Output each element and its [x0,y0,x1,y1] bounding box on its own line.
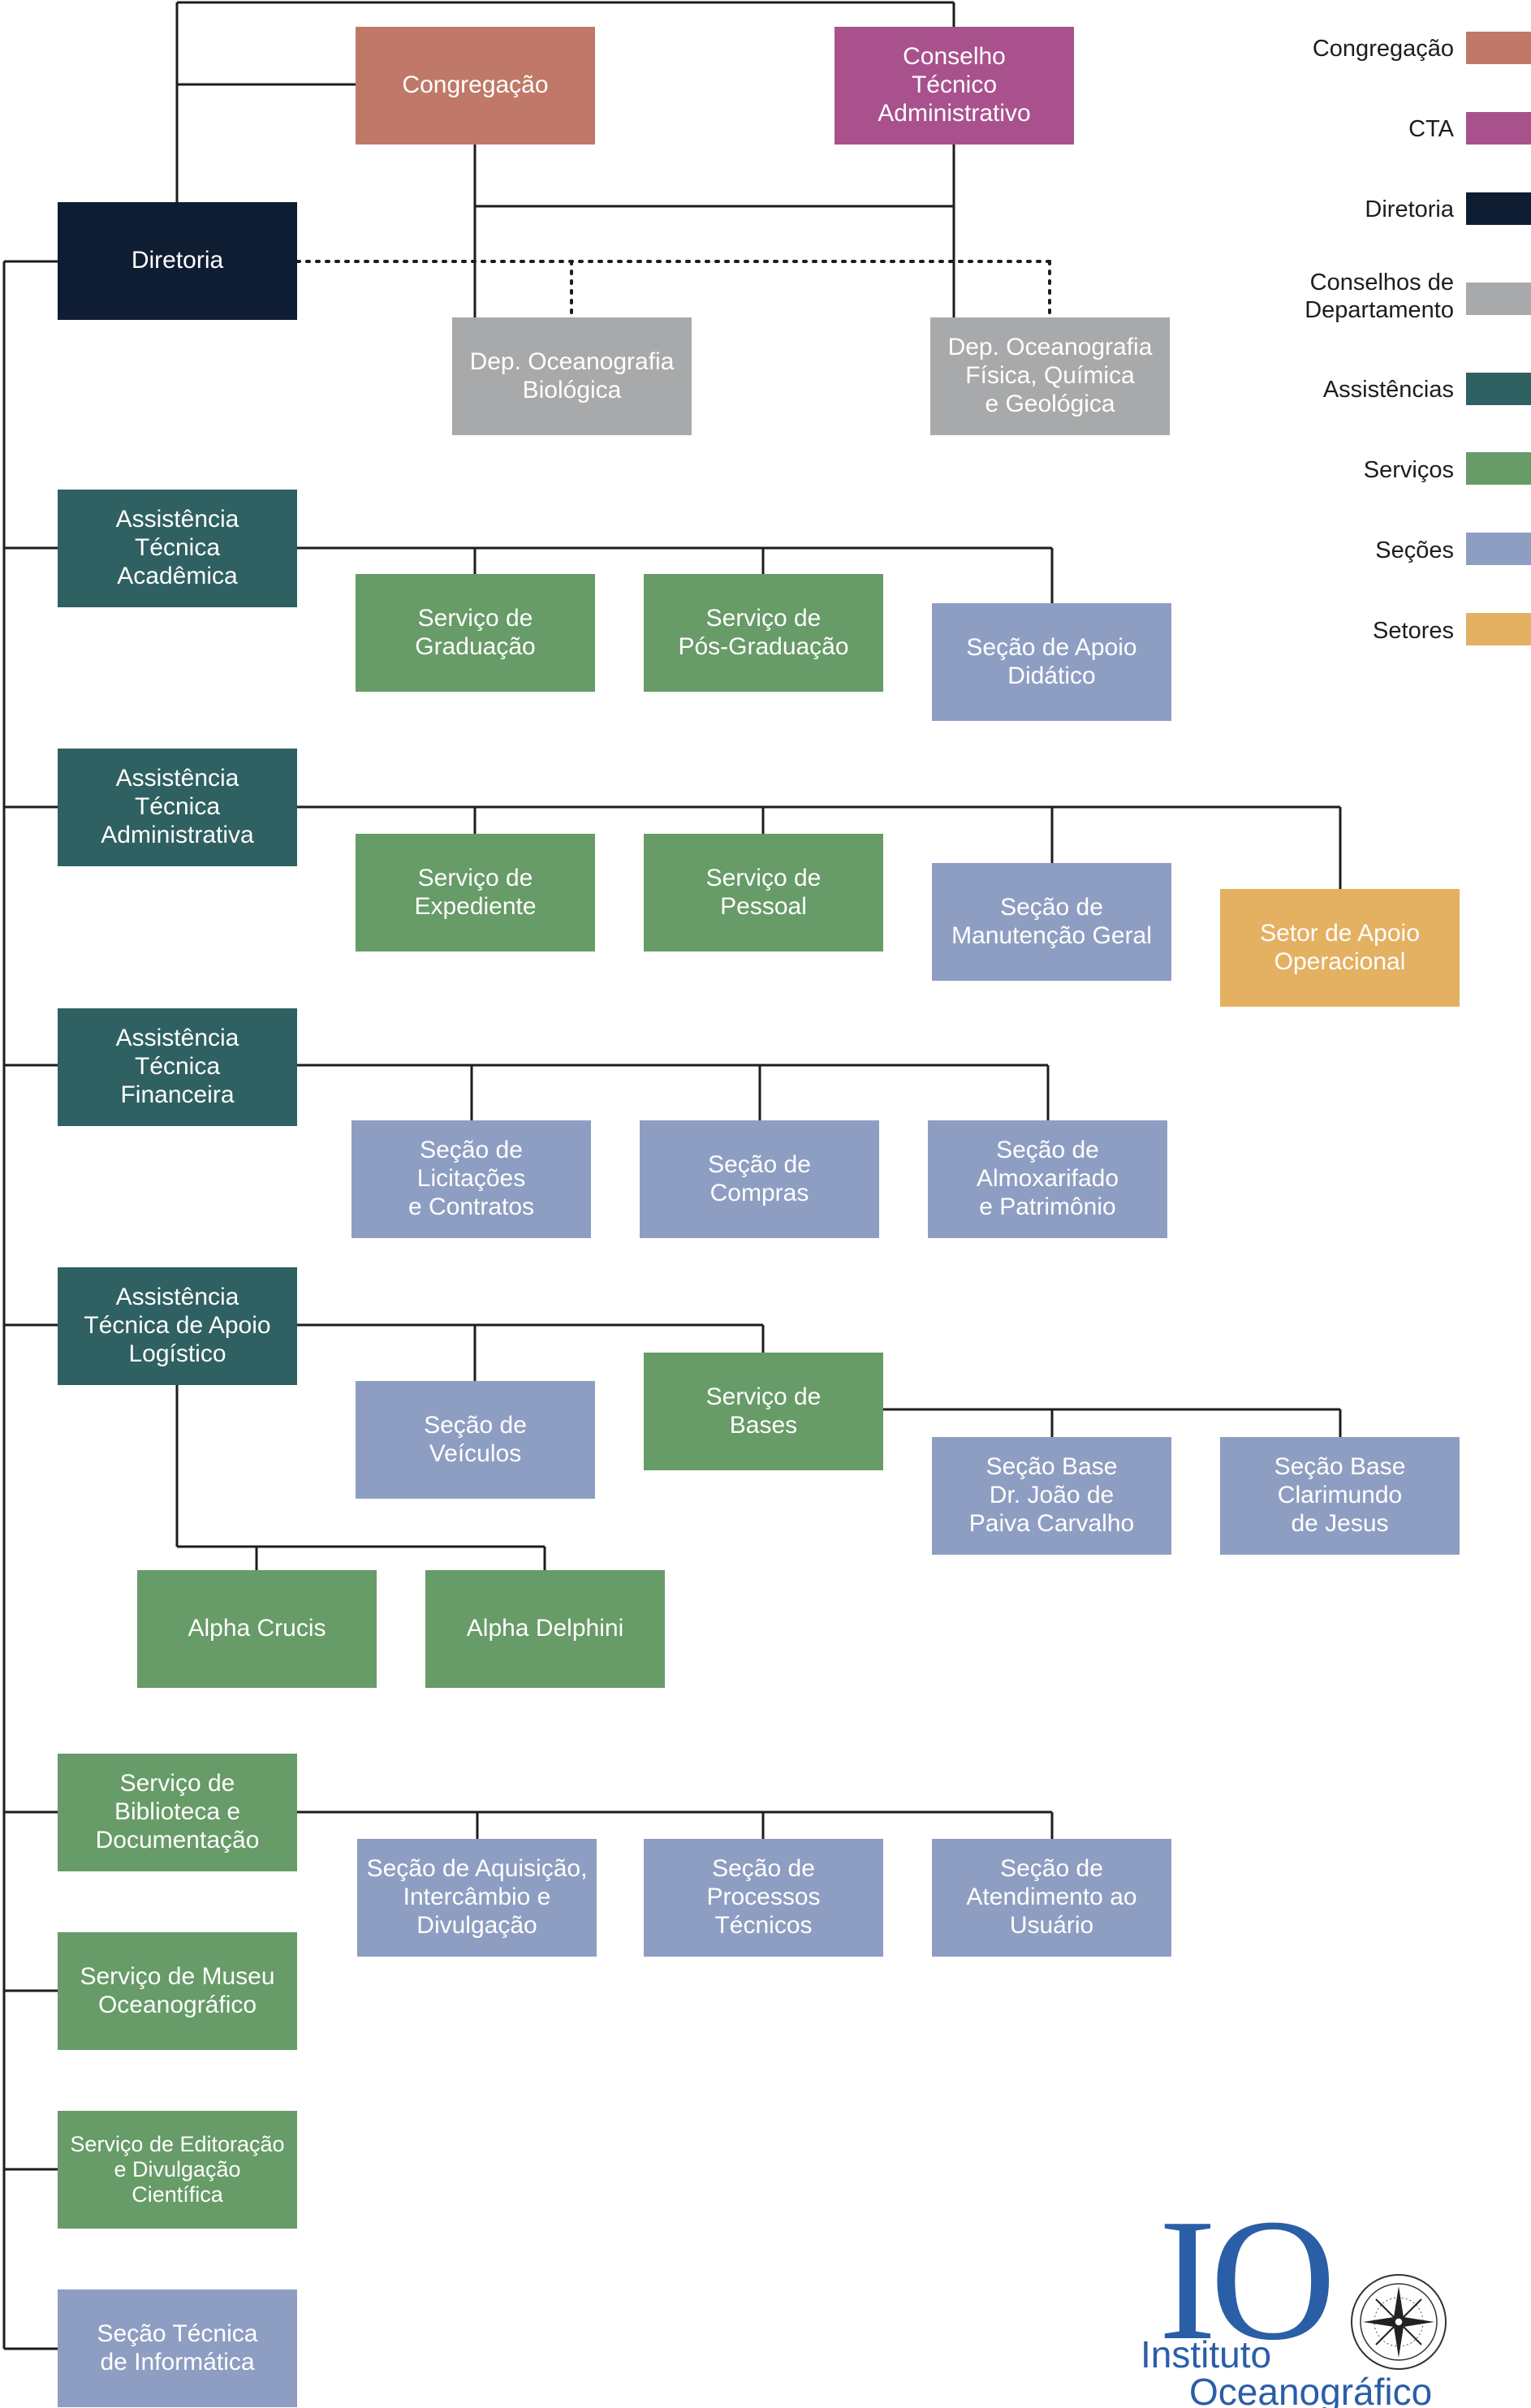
node-assistencia-tecnica-apoio-logistico: Assistência Técnica de Apoio Logístico [58,1267,297,1385]
node-alpha-delphini: Alpha Delphini [425,1570,665,1688]
legend-label-conselhos-departamento: Conselhos de Departamento [1305,270,1454,323]
node-servico-museu-oceanografico: Serviço de Museu Oceanográfico [58,1932,297,2050]
node-setor-apoio-operacional: Setor de Apoio Operacional [1220,889,1460,1007]
node-secao-apoio-didatico: Seção de Apoio Didático [932,603,1171,721]
node-servico-expediente: Serviço de Expediente [356,834,595,952]
node-secao-base-clarimundo-jesus: Seção Base Clarimundo de Jesus [1220,1437,1460,1555]
legend-swatch-congregacao [1466,32,1531,64]
legend-label-cta: CTA [1408,116,1454,142]
node-diretoria: Diretoria [58,202,297,320]
node-secao-licitacoes-contratos: Seção de Licitações e Contratos [351,1120,591,1238]
node-secao-aquisicao-intercambio-divulgacao: Seção de Aquisição, Intercâmbio e Divulg… [357,1839,597,1957]
node-alpha-crucis: Alpha Crucis [137,1570,377,1688]
legend-swatch-cta [1466,112,1531,145]
logo-line-1: Instituto [1141,2333,1271,2376]
legend-swatch-diretoria [1466,192,1531,225]
node-secao-atendimento-usuario: Seção de Atendimento ao Usuário [932,1839,1171,1957]
node-servico-bases: Serviço de Bases [644,1353,883,1470]
compass-seal-icon [1351,2274,1447,2370]
node-servico-pos-graduacao: Serviço de Pós-Graduação [644,574,883,692]
legend-label-congregacao: Congregação [1312,36,1454,62]
node-servico-graduacao: Serviço de Graduação [356,574,595,692]
legend-swatch-servicos [1466,452,1531,485]
node-servico-editoracao-divulgacao-cientifica: Serviço de Editoração e Divulgação Cient… [58,2111,297,2229]
node-assistencia-tecnica-academica: Assistência Técnica Acadêmica [58,490,297,607]
legend-swatch-setores [1466,613,1531,645]
node-secao-manutencao-geral: Seção de Manutenção Geral [932,863,1171,981]
node-servico-pessoal: Serviço de Pessoal [644,834,883,952]
legend-swatch-conselhos-departamento [1466,283,1531,315]
legend-swatch-secoes [1466,533,1531,565]
legend-label-servicos: Serviços [1363,457,1454,483]
legend-label-setores: Setores [1373,618,1454,644]
node-secao-base-joao-paiva-carvalho: Seção Base Dr. João de Paiva Carvalho [932,1437,1171,1555]
node-secao-tecnica-informatica: Seção Técnica de Informática [58,2289,297,2407]
node-secao-processos-tecnicos: Seção de Processos Técnicos [644,1839,883,1957]
node-assistencia-tecnica-administrativa: Assistência Técnica Administrativa [58,749,297,866]
node-cta: Conselho Técnico Administrativo [835,27,1074,145]
node-dep-oceanografia-fisica-quimica-geologica: Dep. Oceanografia Física, Química e Geol… [930,317,1170,435]
node-secao-compras: Seção de Compras [640,1120,879,1238]
legend-swatch-assistencias [1466,373,1531,405]
node-servico-biblioteca-documentacao: Serviço de Biblioteca e Documentação [58,1754,297,1871]
node-secao-veiculos: Seção de Veículos [356,1381,595,1499]
logo-line-2: Oceanográfico [1189,2371,1432,2408]
legend-label-assistencias: Assistências [1322,377,1454,403]
node-assistencia-tecnica-financeira: Assistência Técnica Financeira [58,1008,297,1126]
instituto-oceanografico-logo: IO Instituto Oceanográfico [1141,2182,1447,2408]
node-dep-oceanografia-biologica: Dep. Oceanografia Biológica [452,317,692,435]
legend-label-diretoria: Diretoria [1365,196,1454,222]
node-congregacao: Congregação [356,27,595,145]
node-secao-almoxarifado-patrimonio: Seção de Almoxarifado e Patrimônio [928,1120,1167,1238]
logo-initials: IO [1158,2182,1330,2376]
legend-label-secoes: Seções [1375,537,1454,563]
